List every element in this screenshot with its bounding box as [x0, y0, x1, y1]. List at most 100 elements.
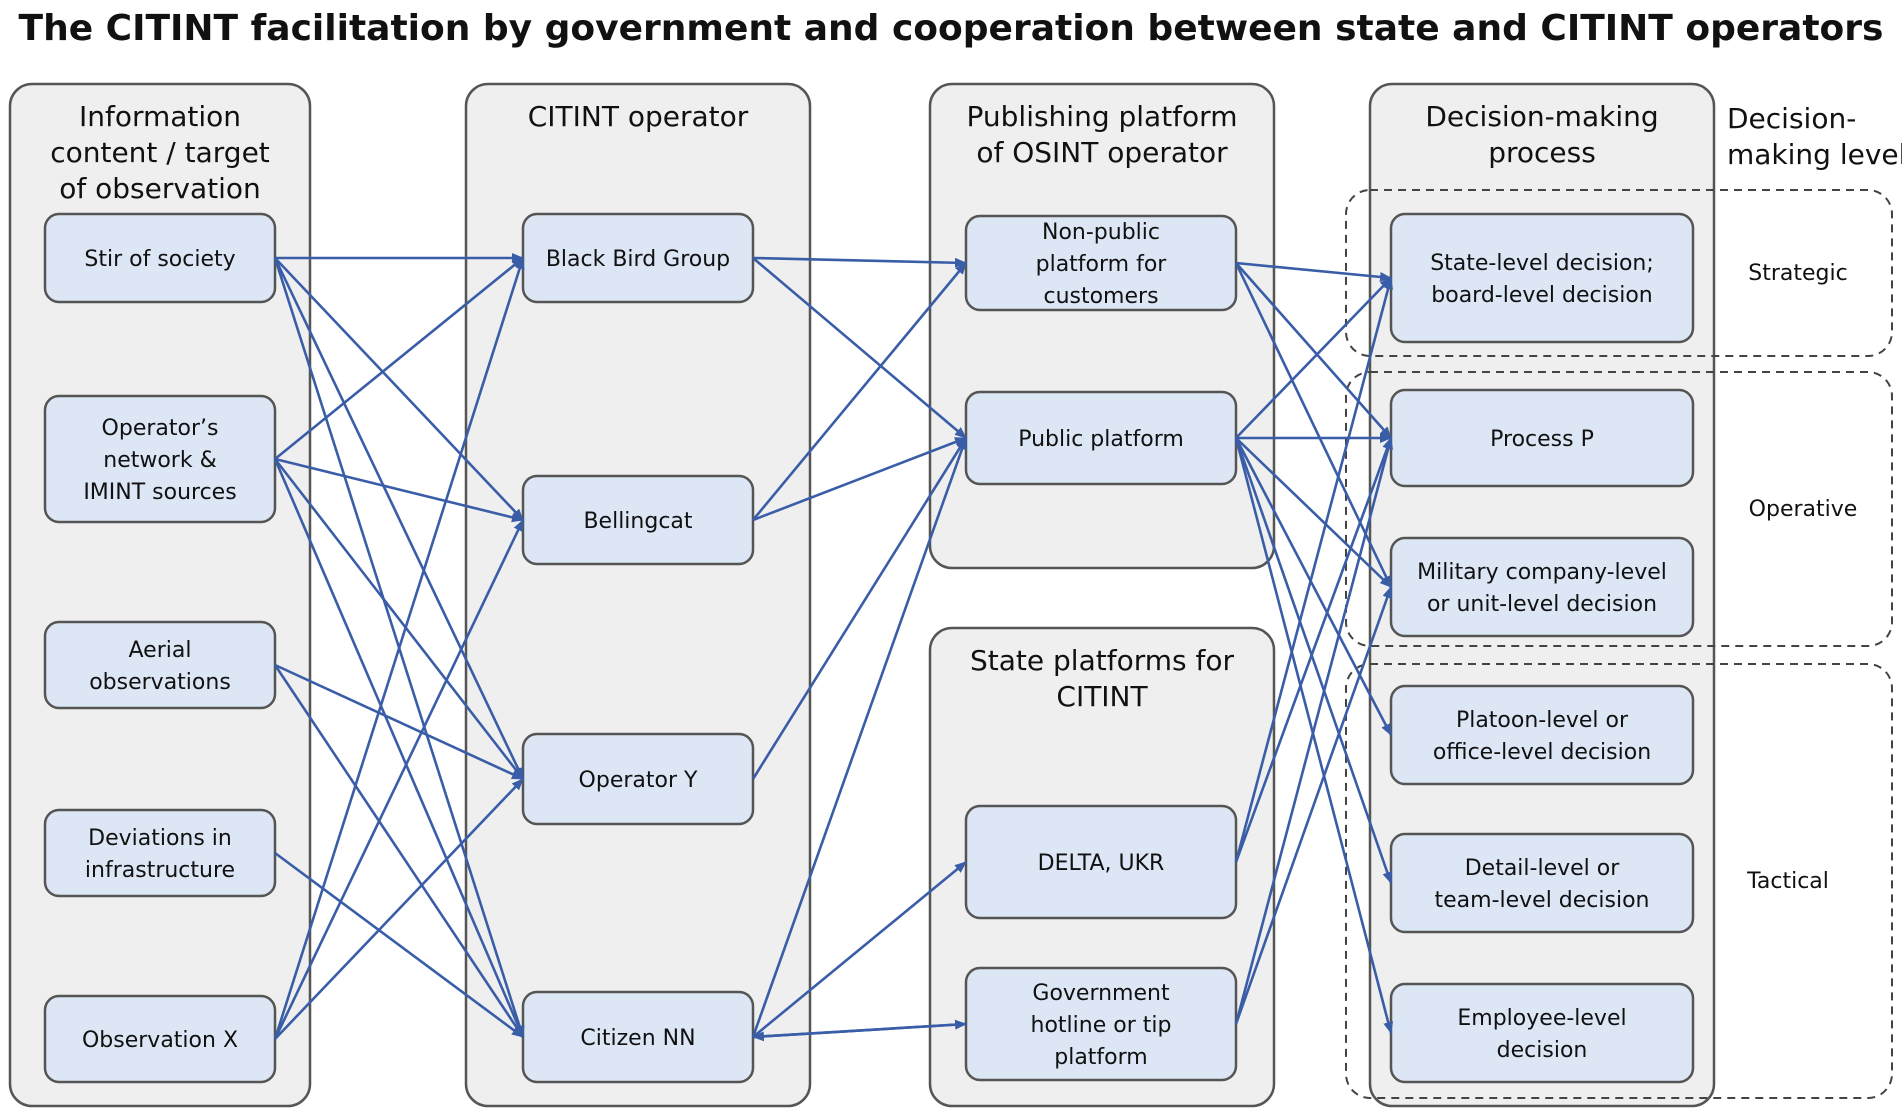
node-military: Military company-level or unit-level deci… [1389, 536, 1695, 638]
level-heading-line: Decision- [1727, 102, 1856, 135]
node-label-hotline-line: Government [1032, 981, 1170, 1006]
node-label-military: Military company-level or unit-level deci… [1417, 560, 1667, 617]
edge-delta-to-state_level [1234, 277, 1394, 863]
node-public: Public platform [964, 390, 1238, 486]
edge-nonpublic-to-processp [1235, 262, 1392, 439]
edge-hotline-to-processp [1234, 437, 1394, 1025]
edge-citizen-to-delta [752, 860, 967, 1039]
node-box-deviations [43, 808, 277, 898]
node-box-state_level [1389, 212, 1695, 344]
node-label-network-line: Operator’s [102, 416, 219, 441]
decision-levels: StrategicOperativeTacticalDecision-makin… [1345, 102, 1902, 1099]
node-label-blackbird-line: Black Bird Group [546, 247, 730, 272]
node-label-network: Operator’s network & IMINT sources [83, 416, 236, 505]
node-label-public: Public platform [1018, 427, 1184, 452]
node-label-processp: Process P [1490, 427, 1594, 452]
node-label-obsx: Observation X [82, 1028, 238, 1053]
panel-heading-decision-line: Decision-making [1425, 100, 1658, 133]
panel-operators [464, 82, 812, 1108]
node-label-hotline-line: platform [1054, 1045, 1147, 1070]
node-label-opy-line: Operator Y [579, 768, 698, 793]
edge-bellingcat-to-public [752, 436, 967, 522]
node-label-bellingcat: Bellingcat [583, 509, 692, 534]
node-stir: Stir of society [43, 212, 277, 304]
node-network: Operator’s network & IMINT sources [43, 394, 277, 524]
node-label-platoon-line: Platoon-level or [1456, 708, 1629, 733]
edge-citizen-to-public [751, 437, 968, 1038]
node-label-public-line: Public platform [1018, 427, 1184, 452]
panel-heading-operators: CITINT operator [528, 100, 749, 133]
edge-network-to-opy [273, 458, 525, 780]
edge-bellingcat-to-nonpublic [751, 262, 968, 521]
edge-public-to-state_level [1235, 277, 1392, 439]
level-region-operative [1345, 371, 1893, 647]
node-label-network-line: IMINT sources [83, 480, 236, 505]
node-label-hotline-line: hotline or tip [1031, 1013, 1172, 1038]
node-label-bellingcat-line: Bellingcat [583, 509, 692, 534]
node-label-opy: Operator Y [579, 768, 698, 793]
node-label-processp-line: Process P [1490, 427, 1594, 452]
node-label-detail-line: Detail-level or [1465, 856, 1621, 881]
node-label-employee-line: Employee-level [1457, 1006, 1626, 1031]
edge-deviations-to-citizen [274, 851, 524, 1039]
node-label-military-line: or unit-level decision [1427, 592, 1657, 617]
node-label-nonpublic-line: Non-public [1042, 220, 1160, 245]
node-delta: DELTA, UKR [964, 804, 1238, 920]
edge-hotline-to-citizen [752, 1022, 967, 1042]
node-label-network-line: network & [103, 448, 217, 473]
node-box-detail [1389, 832, 1695, 934]
node-bellingcat: Bellingcat [521, 474, 755, 566]
node-label-deviations: Deviations in infrastructure [85, 826, 235, 883]
node-label-platoon-line: office-level decision [1433, 740, 1651, 765]
node-label-citizen: Citizen NN [580, 1026, 695, 1051]
edge-opy-to-public [751, 437, 968, 780]
node-processp: Process P [1389, 388, 1695, 488]
level-heading-line: making level [1727, 138, 1902, 171]
node-state_level: State-level decision;board-level decisio… [1389, 212, 1695, 344]
edge-obsx-to-bellingcat [273, 519, 525, 1040]
node-label-state_level: State-level decision;board-level decisio… [1430, 251, 1654, 308]
panel-heading-state-line: State platforms for [970, 644, 1234, 677]
node-label-stir: Stir of society [84, 247, 235, 272]
level-region-strategic [1345, 189, 1893, 357]
node-label-stir-line: Stir of society [84, 247, 235, 272]
edge-network-to-citizen [273, 458, 525, 1038]
node-nonpublic: Non-public platform for customers [964, 214, 1238, 312]
panel-heading-decision-line: process [1488, 136, 1596, 169]
panel-heading-publishing-line: Publishing platform [967, 100, 1238, 133]
panel-heading-operators-line: CITINT operator [528, 100, 749, 133]
edge-delta-to-processp [1234, 437, 1393, 863]
edge-blackbird-to-nonpublic [752, 256, 967, 268]
edge-nonpublic-to-state_level [1235, 261, 1392, 282]
panel-heading-information-line: of observation [59, 172, 260, 205]
node-label-nonpublic-line: platform for [1036, 252, 1168, 277]
edge-public-to-platoon [1234, 437, 1393, 736]
node-label-deviations-line: infrastructure [85, 858, 235, 883]
node-label-obsx-line: Observation X [82, 1028, 238, 1053]
node-label-citizen-line: Citizen NN [580, 1026, 695, 1051]
level-label-strategic: Strategic [1748, 261, 1847, 286]
edge-network-to-bellingcat [274, 457, 524, 523]
level-heading: Decision-making level [1727, 102, 1902, 171]
node-hotline: Government hotline or tip platform [964, 966, 1238, 1082]
node-label-employee: Employee-level decision [1457, 1006, 1626, 1063]
node-label-military-line: Military company-level [1417, 560, 1667, 585]
node-label-employee-line: decision [1497, 1038, 1588, 1063]
node-label-platoon: Platoon-level or office-level decision [1433, 708, 1651, 765]
node-label-deviations-line: Deviations in [88, 826, 232, 851]
node-obsx: Observation X [43, 994, 277, 1084]
node-box-employee [1389, 982, 1695, 1084]
edges [273, 253, 1394, 1042]
node-label-state_level-line: State-level decision; [1430, 251, 1654, 276]
node-box-military [1389, 536, 1695, 638]
edge-obsx-to-opy [274, 778, 524, 1040]
node-label-nonpublic-line: customers [1043, 284, 1158, 309]
panel-heading-information-line: content / target [50, 136, 270, 169]
